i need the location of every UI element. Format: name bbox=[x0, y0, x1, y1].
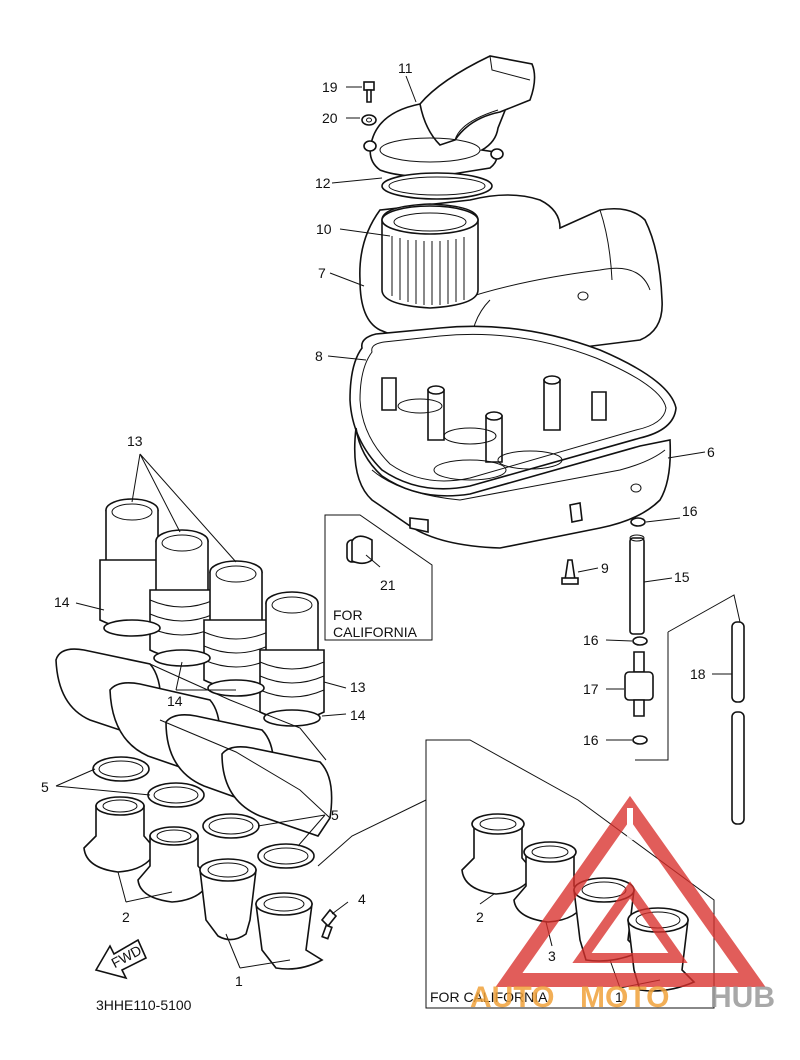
callout-5b: 5 bbox=[331, 807, 339, 823]
diagram-code: 3HHE110-5100 bbox=[96, 997, 192, 1013]
automotohub-watermark-logo bbox=[495, 795, 766, 987]
carburetor-body-part bbox=[55, 648, 333, 837]
callout-16c: 16 bbox=[583, 732, 599, 748]
callout-12: 12 bbox=[315, 175, 331, 191]
callout-1a: 1 bbox=[235, 973, 243, 989]
watermark-text: AUTO MOTO HUB bbox=[470, 981, 775, 1014]
air-filter-cover-part bbox=[363, 55, 536, 178]
hose-clip-part bbox=[630, 517, 648, 745]
callout-1b: 1 bbox=[615, 989, 623, 1005]
callout-16b: 16 bbox=[583, 632, 599, 648]
california-bottom-label: FOR CALIFORNIA bbox=[430, 989, 548, 1005]
callout-17: 17 bbox=[583, 681, 599, 697]
watermark-moto: MOTO bbox=[580, 981, 669, 1014]
callout-13b: 13 bbox=[350, 679, 366, 695]
carburetor-bank-part bbox=[55, 498, 333, 837]
washer-part bbox=[361, 114, 377, 126]
callout-2b: 2 bbox=[476, 909, 484, 925]
callout-2a: 2 bbox=[122, 909, 130, 925]
callout-13a: 13 bbox=[127, 433, 143, 449]
intake-boot-part bbox=[99, 498, 325, 721]
callout-14b: 14 bbox=[350, 707, 366, 723]
callout-3: 3 bbox=[548, 948, 556, 964]
callout-20: 20 bbox=[322, 110, 338, 126]
filter-element-part bbox=[381, 203, 479, 309]
inline-filter-part bbox=[624, 651, 654, 717]
callout-21: 21 bbox=[380, 577, 396, 593]
california-top-label-line2: CALIFORNIA bbox=[333, 624, 418, 640]
california-top-box: FOR CALIFORNIA bbox=[324, 514, 433, 641]
watermark-hub: HUB bbox=[710, 981, 775, 1014]
callout-5a: 5 bbox=[41, 779, 49, 795]
callout-8: 8 bbox=[315, 348, 323, 364]
callout-11: 11 bbox=[398, 60, 413, 76]
callout-4: 4 bbox=[358, 891, 366, 907]
callout-15: 15 bbox=[674, 569, 690, 585]
air-case-lower-part bbox=[353, 375, 672, 549]
callout-10: 10 bbox=[316, 221, 332, 237]
callout-7: 7 bbox=[318, 265, 326, 281]
callout-14a: 14 bbox=[54, 594, 70, 610]
bolt-part bbox=[363, 81, 375, 103]
callout-9: 9 bbox=[601, 560, 609, 576]
joint-screw-part bbox=[320, 908, 338, 940]
screw-part bbox=[561, 559, 579, 585]
callout-6: 6 bbox=[707, 444, 715, 460]
california-top-label-line1: FOR bbox=[333, 607, 363, 623]
carburetor-joint-part bbox=[83, 796, 324, 970]
callout-18: 18 bbox=[690, 666, 706, 682]
drain-hose-part bbox=[629, 534, 645, 635]
drain-tube-part bbox=[635, 594, 745, 825]
callout-16a: 16 bbox=[682, 503, 698, 519]
hose-band-part bbox=[103, 619, 321, 727]
lower-gasket-part bbox=[349, 325, 677, 490]
callout-14c: 14 bbox=[167, 693, 183, 709]
forward-arrow-icon: FWD bbox=[94, 938, 148, 980]
gasket-ring-part bbox=[381, 172, 493, 200]
callout-19: 19 bbox=[322, 79, 338, 95]
watermark-auto: AUTO bbox=[470, 981, 554, 1014]
callout-labels: 19 20 11 12 10 7 8 6 16 9 15 21 16 17 16… bbox=[41, 60, 715, 1005]
intake-clamp-part bbox=[92, 756, 315, 869]
